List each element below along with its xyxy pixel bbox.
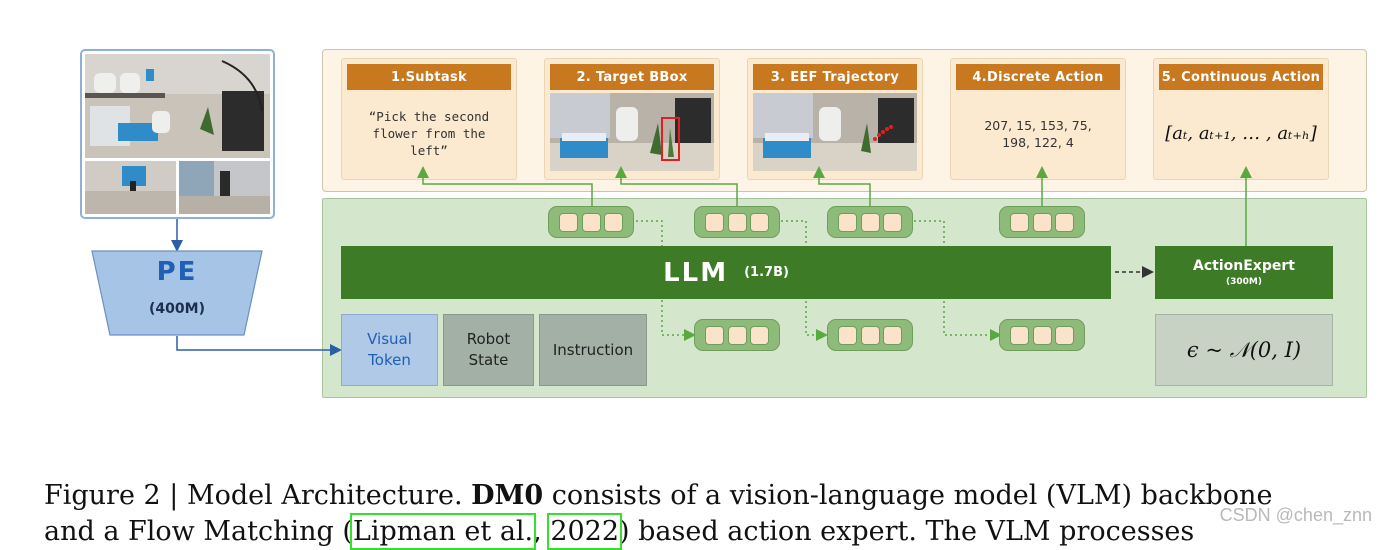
eef-card: 3. EEF Trajectory [747,58,923,180]
continuous-card: 5. Continuous Action [aₜ, aₜ₊₁, … , aₜ₊ₕ… [1153,58,1329,180]
subtask-text: “Pick the second flower from the left” [368,109,490,158]
discrete-card: 4.Discrete Action 207, 15, 153, 75, 198,… [950,58,1126,180]
arrow-to-subtask [417,166,593,206]
arrow-to-eef [813,166,871,206]
token-group [999,206,1085,238]
arrow-to-bbox [615,166,738,206]
caption-model-name: DM0 [471,480,544,511]
action-expert-size: (300M) [1226,277,1262,287]
pe-title: PE [156,257,198,287]
llm-size: (1.7B) [744,265,789,280]
caption-line2-a: and a Flow Matching ( [44,516,353,547]
subtask-header: 1.Subtask [347,64,511,90]
token-group [694,206,780,238]
camera-images [80,49,275,219]
token-group [827,319,913,351]
eef-header: 3. EEF Trajectory [753,64,917,90]
llm-title: LLM [663,257,729,288]
instruction-label: Instruction [552,340,634,359]
bbox-card: 2. Target BBox [544,58,720,180]
watermark: CSDN @chen_znn [1219,505,1372,525]
visual-token-label: Visual Token [367,330,412,369]
visual-token-box: Visual Token [341,314,438,386]
subtask-card: 1.Subtask “Pick the second flower from t… [341,58,517,180]
token-group [827,206,913,238]
bbox-header: 2. Target BBox [550,64,714,90]
robot-state-label: Robot State [466,330,511,369]
continuous-header: 5. Continuous Action [1159,64,1323,90]
caption-line-1: Figure 2 | Model Architecture. DM0 consi… [44,478,1374,514]
citation-link-1[interactable]: Lipman et al. [349,513,537,550]
arrow-pe-to-visual [176,336,342,356]
caption-line2-c: ) based action expert. The VLM processes [619,516,1195,547]
discrete-text: 207, 15, 153, 75, 198, 122, 4 [984,117,1092,150]
caption-line1-rest: consists of a vision-language model (VLM… [543,480,1273,511]
citation-link-2[interactable]: 2022 [547,513,623,550]
noise-box: ϵ ~ 𝒩(0, I) [1155,314,1333,386]
llm-block: LLM (1.7B) [341,246,1111,299]
caption-line-2: and a Flow Matching (Lipman et al., 2022… [44,513,1374,550]
continuous-formula: [aₜ, aₜ₊₁, … , aₜ₊ₕ] [1165,123,1317,144]
token-group [694,319,780,351]
token-group [548,206,634,238]
instruction-box: Instruction [539,314,647,386]
eef-image [753,93,917,171]
pe-trapezoid [91,250,263,336]
pe-size: (400M) [149,301,205,317]
caption-prefix: Figure 2 | Model Architecture. [44,480,472,511]
bbox-image [550,93,714,171]
action-expert-title: ActionExpert [1193,258,1295,274]
figure-caption: Figure 2 | Model Architecture. DM0 consi… [44,478,1374,550]
caption-line2-b: , [533,516,551,547]
robot-state-box: Robot State [443,314,534,386]
action-expert-block: ActionExpert (300M) [1155,246,1333,299]
token-group [999,319,1085,351]
discrete-header: 4.Discrete Action [956,64,1120,90]
